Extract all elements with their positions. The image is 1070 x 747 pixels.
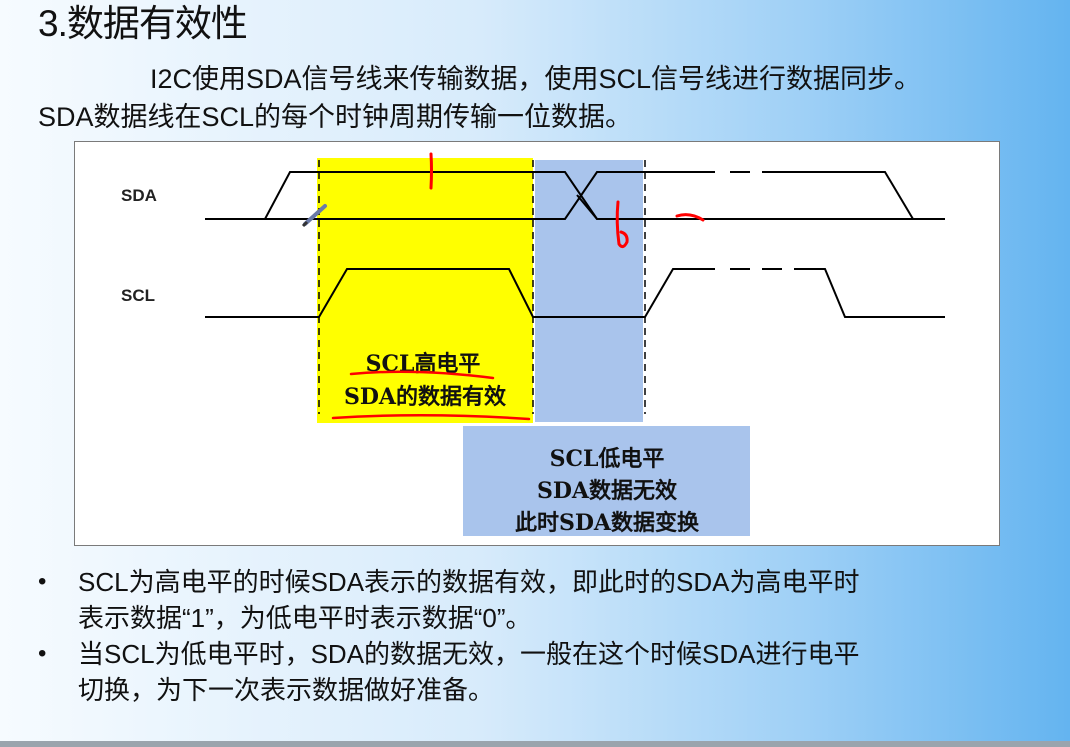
invalid-data-highlight-column [535,160,643,422]
red-underline-2 [331,413,531,421]
valid-box-line-2: SDA的数据有效 [344,384,506,410]
bullet-item-1: • SCL为高电平的时候SDA表示的数据有效，即此时的SDA为高电平时 表示数据… [38,564,1038,636]
red-mark-dash [675,213,705,222]
red-annotations [331,152,705,421]
scl-waveform [205,268,945,318]
sda-label: SDA [121,186,157,205]
invalid-box-line-3: 此时SDA数据变换 [515,510,700,536]
bullet-dot-icon: • [38,640,47,667]
sda-waveform [205,171,945,220]
bullet-item-2: • 当SCL为低电平时，SDA的数据无效，一般在这个时候SDA进行电平 切换，为… [38,636,1038,708]
red-mark-zero [615,200,629,249]
invalid-box-line-2: SDA数据无效 [537,478,677,504]
bullet-2-line-1: 当SCL为低电平时，SDA的数据无效，一般在这个时候SDA进行电平 [78,639,860,669]
invalid-box-line-1: SCL低电平 [550,446,665,472]
intro-line-2: SDA数据线在SCL的每个时钟周期传输一位数据。 [38,102,633,132]
red-mark-one [429,152,433,190]
bullet-2-line-2: 切换，为下一次表示数据做好准备。 [78,675,495,705]
intro-line-1: I2C使用SDA信号线来传输数据，使用SCL信号线进行数据同步。 [150,64,922,94]
intro-paragraph: I2C使用SDA信号线来传输数据，使用SCL信号线进行数据同步。 SDA数据线在… [38,60,1038,136]
bullet-list: • SCL为高电平的时候SDA表示的数据有效，即此时的SDA为高电平时 表示数据… [38,564,1038,708]
scl-label: SCL [121,286,155,305]
red-underline-1 [349,370,495,380]
valid-data-highlight [317,158,533,423]
invalid-data-highlight-box [463,426,750,536]
pen-cursor-icon [301,204,327,228]
bullet-dot-icon: • [38,568,47,595]
bullet-1-line-2: 表示数据“1”，为低电平时表示数据“0”。 [78,603,532,633]
timing-diagram-svg: SDA SCL SCL高电平 SDA的数据有效 SCL低电平 SDA数据无效 此… [121,152,945,536]
i2c-timing-diagram: SDA SCL SCL高电平 SDA的数据有效 SCL低电平 SDA数据无效 此… [74,141,1000,546]
bullet-1-line-1: SCL为高电平的时候SDA表示的数据有效，即此时的SDA为高电平时 [78,567,860,597]
slide-title: 3.数据有效性 [38,3,248,44]
bottom-scroll-bar [0,741,1070,747]
